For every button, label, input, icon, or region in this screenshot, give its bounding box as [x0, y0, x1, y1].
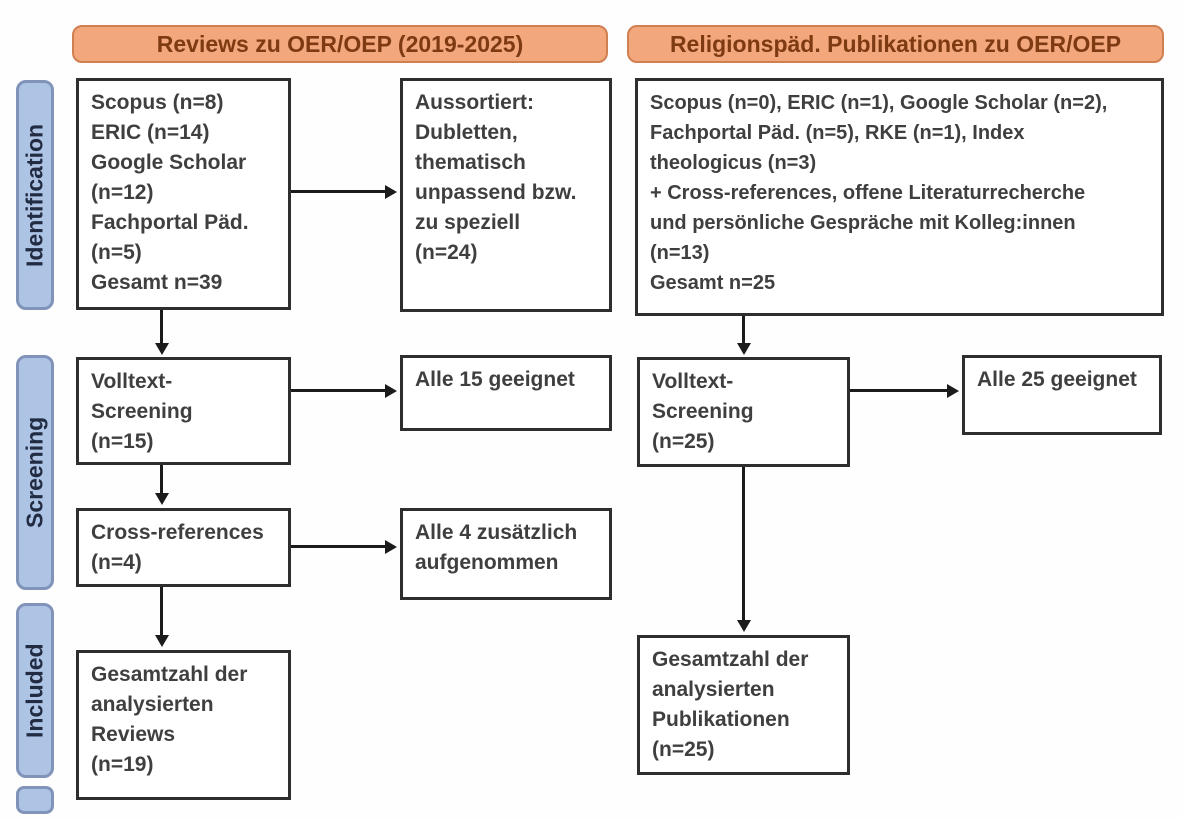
- arrow-left-crossref-to-added: [291, 539, 397, 554]
- arrow-left-sources-to-excluded: [291, 184, 397, 199]
- header-reviews-column: Reviews zu OER/OEP (2019-2025): [72, 25, 608, 63]
- arrow-left-screening-to-crossref: [154, 465, 169, 505]
- box-right-fulltext-screening: Volltext- Screening (n=25): [637, 357, 850, 467]
- arrow-left-crossref-to-included: [154, 587, 169, 647]
- box-left-identification-sources: Scopus (n=8) ERIC (n=14) Google Scholar …: [76, 78, 291, 310]
- stage-bar-included: Included: [16, 603, 54, 778]
- box-left-fulltext-screening: Volltext- Screening (n=15): [76, 357, 291, 465]
- box-right-total-included: Gesamtzahl der analysierten Publikatione…: [637, 635, 850, 775]
- box-right-all-eligible: Alle 25 geeignet: [962, 355, 1162, 435]
- box-left-all-eligible: Alle 15 geeignet: [400, 355, 612, 431]
- stage-bar-screening: Screening: [16, 355, 54, 590]
- stage-bar-identification: Identification: [16, 80, 54, 310]
- box-left-total-included: Gesamtzahl der analysierten Reviews (n=1…: [76, 650, 291, 800]
- stage-bar-cropped-nub: [16, 786, 54, 814]
- arrow-right-sources-to-screening: [736, 316, 751, 355]
- box-right-identification-sources: Scopus (n=0), ERIC (n=1), Google Scholar…: [635, 78, 1164, 316]
- arrow-right-screening-to-included: [736, 467, 751, 632]
- arrow-left-sources-to-screening: [154, 310, 169, 355]
- box-left-excluded: Aussortiert: Dubletten, thematisch unpas…: [400, 78, 612, 312]
- box-left-additionally-included: Alle 4 zusätzlich aufgenommen: [400, 508, 612, 600]
- arrow-left-screening-to-eligible: [291, 383, 397, 398]
- arrow-right-screening-to-eligible: [850, 383, 959, 398]
- header-religionspaed-column: Religionspäd. Publikationen zu OER/OEP: [627, 25, 1164, 63]
- box-left-cross-references: Cross-references (n=4): [76, 508, 291, 587]
